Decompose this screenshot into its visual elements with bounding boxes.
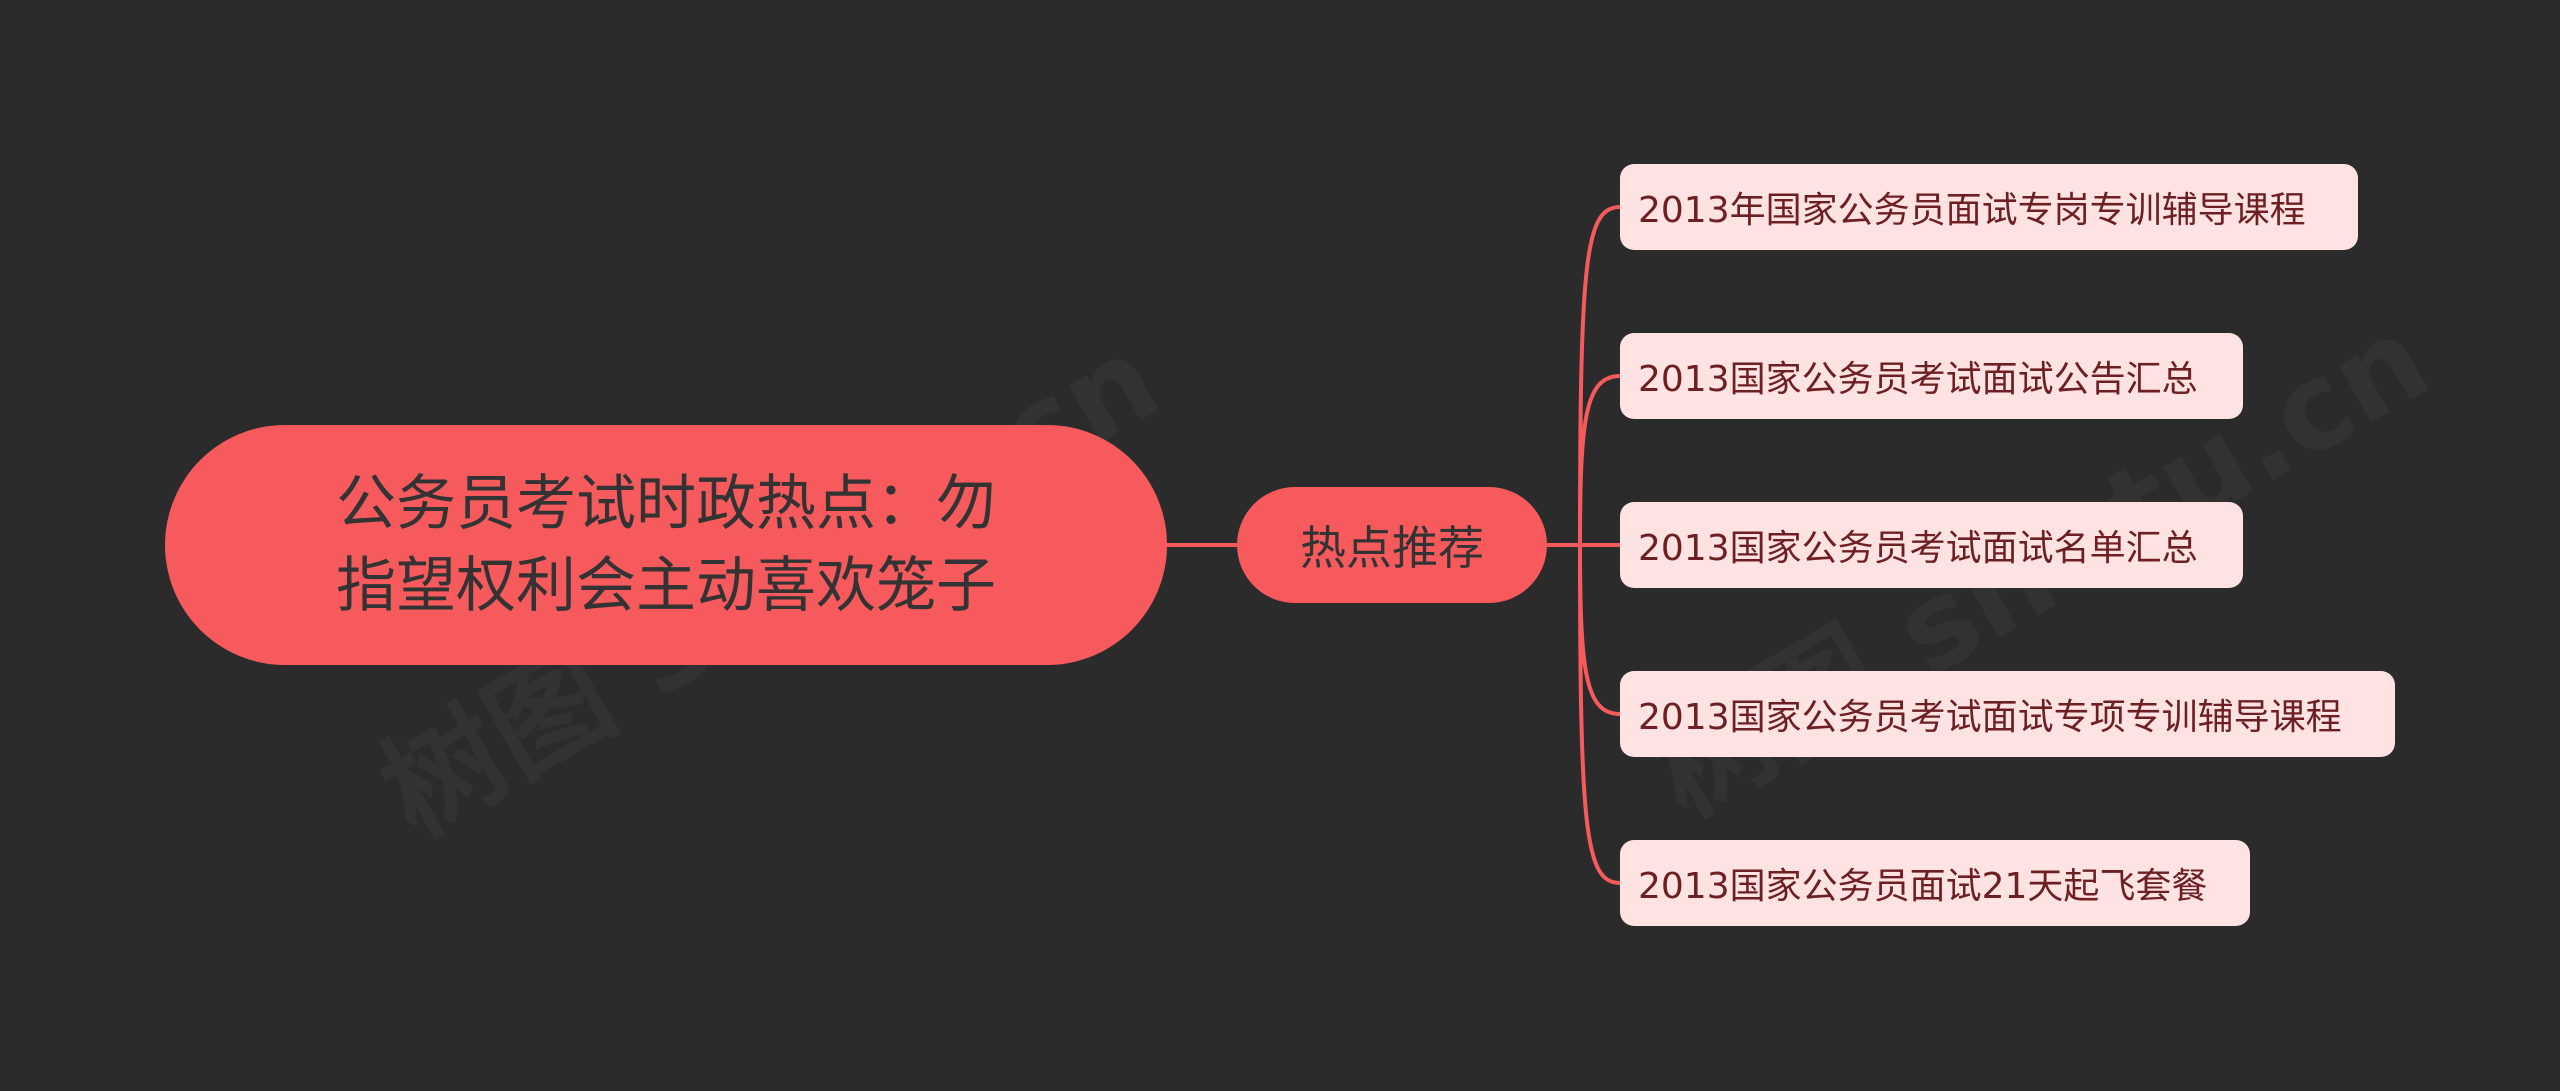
- root-title-line-1: 公务员考试时政热点：勿: [336, 469, 996, 539]
- leaf-label: 2013国家公务员考试面试公告汇总: [1638, 359, 2198, 400]
- root-title: 公务员考试时政热点：勿 指望权利会主动喜欢笼子: [336, 463, 996, 627]
- connector-leaf-2: [1578, 374, 1621, 546]
- leaf-label: 2013国家公务员考试面试名单汇总: [1638, 528, 2198, 569]
- leaf-node-1[interactable]: 2013年国家公务员面试专岗专训辅导课程: [1620, 164, 2358, 250]
- leaf-node-5[interactable]: 2013国家公务员面试21天起飞套餐: [1620, 840, 2250, 926]
- leaf-node-2[interactable]: 2013国家公务员考试面试公告汇总: [1620, 333, 2243, 419]
- leaf-label: 2013国家公务员面试21天起飞套餐: [1638, 866, 2208, 907]
- leaf-label: 2013国家公务员考试面试专项专训辅导课程: [1638, 697, 2342, 738]
- connector-leaf-1: [1578, 205, 1621, 546]
- root-title-line-2: 指望权利会主动喜欢笼子: [336, 551, 996, 621]
- connector-leaf-5: [1578, 544, 1621, 885]
- connector-leaf-4: [1578, 544, 1621, 716]
- leaf-node-4[interactable]: 2013国家公务员考试面试专项专训辅导课程: [1620, 671, 2395, 757]
- branch-node-hot-topics[interactable]: 热点推荐: [1237, 487, 1547, 603]
- leaf-node-3[interactable]: 2013国家公务员考试面试名单汇总: [1620, 502, 2243, 588]
- root-node[interactable]: 公务员考试时政热点：勿 指望权利会主动喜欢笼子: [165, 425, 1167, 665]
- leaf-label: 2013年国家公务员面试专岗专训辅导课程: [1638, 190, 2306, 231]
- branch-label: 热点推荐: [1300, 521, 1484, 575]
